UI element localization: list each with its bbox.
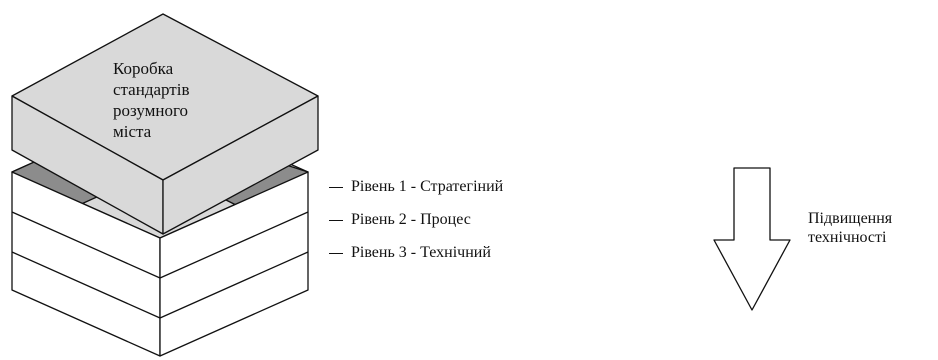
level-3-label: Рівень 3 - Технічний bbox=[351, 244, 491, 261]
level-3-dash bbox=[329, 252, 343, 254]
down-arrow-icon bbox=[713, 167, 791, 311]
box-title: Коробка стандартів розумного міста bbox=[113, 59, 190, 141]
lid-right-face bbox=[162, 95, 319, 235]
stack-right-face bbox=[159, 171, 309, 357]
layer-separator-2 bbox=[11, 251, 309, 319]
level-1-label: Рівень 1 - Стратегіний bbox=[351, 178, 504, 195]
level-2-dash bbox=[329, 219, 343, 221]
arrow-label: Підвищення технічності bbox=[808, 210, 893, 246]
standards-box-lid bbox=[11, 13, 319, 235]
level-3: Рівень 3 - Технічний bbox=[329, 244, 491, 262]
level-2: Рівень 2 - Процес bbox=[329, 211, 471, 229]
level-1-dash bbox=[329, 186, 343, 188]
level-1: Рівень 1 - Стратегіний bbox=[329, 178, 503, 196]
layer-separator-1 bbox=[11, 211, 309, 279]
level-2-label: Рівень 2 - Процес bbox=[351, 211, 471, 228]
